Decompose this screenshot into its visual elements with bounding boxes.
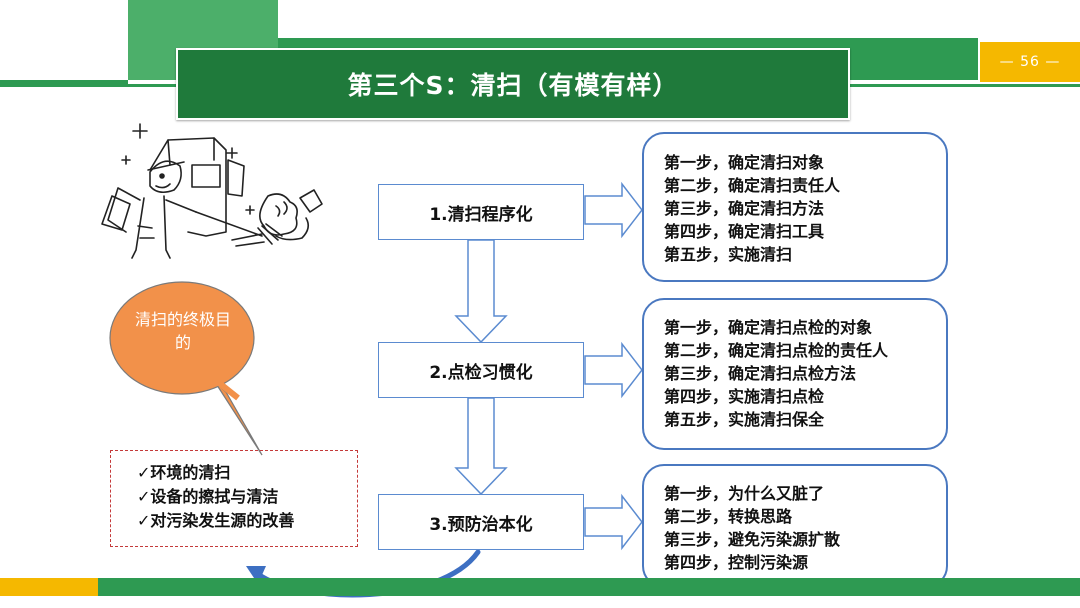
goal-item: ✓设备的擦拭与清洁 bbox=[137, 487, 279, 506]
page-title: 第三个S：清扫（有模有样） bbox=[347, 71, 679, 100]
step-details-2: 第一步，确定清扫点检的对象 第二步，确定清扫点检的责任人 第三步，确定清扫点检方… bbox=[642, 298, 948, 450]
check-icon: ✓ bbox=[137, 487, 151, 506]
detail-item: 第一步，确定清扫对象 bbox=[664, 153, 825, 172]
step-details-1: 第一步，确定清扫对象 第二步，确定清扫责任人 第三步，确定清扫方法 第四步，确定… bbox=[642, 132, 948, 282]
detail-item: 第三步，确定清扫点检方法 bbox=[664, 364, 857, 383]
detail-item: 第一步，为什么又脏了 bbox=[664, 484, 825, 503]
flow-arrow-2-3 bbox=[454, 397, 508, 496]
check-icon: ✓ bbox=[137, 463, 151, 482]
detail-arrow-3 bbox=[584, 493, 643, 551]
step-label: 3.预防治本化 bbox=[429, 514, 533, 535]
flow-arrow-1-2 bbox=[454, 239, 508, 344]
detail-item: 第五步，实施清扫 bbox=[664, 245, 793, 264]
detail-item: 第二步，转换思路 bbox=[664, 507, 793, 526]
goal-item: ✓环境的清扫 bbox=[137, 463, 231, 482]
footer-bar bbox=[98, 578, 1080, 596]
step-box-2: 2.点检习惯化 bbox=[378, 342, 584, 398]
step-box-3: 3.预防治本化 bbox=[378, 494, 584, 550]
detail-arrow-1 bbox=[584, 181, 643, 239]
detail-item: 第一步，确定清扫点检的对象 bbox=[664, 318, 873, 337]
detail-item: 第四步，确定清扫工具 bbox=[664, 222, 825, 241]
goal-speech-bubble bbox=[109, 281, 263, 456]
detail-item: 第四步，实施清扫点检 bbox=[664, 387, 825, 406]
detail-item: 第三步，确定清扫方法 bbox=[664, 199, 825, 218]
title-banner: 第三个S：清扫（有模有样） bbox=[176, 48, 850, 120]
check-icon: ✓ bbox=[137, 511, 151, 530]
detail-item: 第三步，避免污染源扩散 bbox=[664, 530, 841, 549]
footer-accent bbox=[0, 578, 98, 596]
goal-list-box: ✓环境的清扫 ✓设备的擦拭与清洁 ✓对污染发生源的改善 bbox=[110, 450, 358, 547]
detail-item: 第五步，实施清扫保全 bbox=[664, 410, 825, 429]
step-details-3: 第一步，为什么又脏了 第二步，转换思路 第三步，避免污染源扩散 第四步，控制污染… bbox=[642, 464, 948, 588]
header-stripe-left bbox=[0, 80, 128, 84]
detail-item: 第四步，控制污染源 bbox=[664, 553, 809, 572]
goal-item: ✓对污染发生源的改善 bbox=[137, 511, 295, 530]
cleaning-illustration bbox=[101, 123, 323, 259]
page-number: — 56 — bbox=[980, 42, 1080, 82]
detail-item: 第二步，确定清扫责任人 bbox=[664, 176, 841, 195]
step-label: 1.清扫程序化 bbox=[429, 204, 533, 225]
step-box-1: 1.清扫程序化 bbox=[378, 184, 584, 240]
goal-bubble-label: 清扫的终极目的 bbox=[134, 310, 231, 352]
detail-arrow-2 bbox=[584, 341, 643, 399]
step-label: 2.点检习惯化 bbox=[429, 362, 533, 383]
detail-item: 第二步，确定清扫点检的责任人 bbox=[664, 341, 889, 360]
